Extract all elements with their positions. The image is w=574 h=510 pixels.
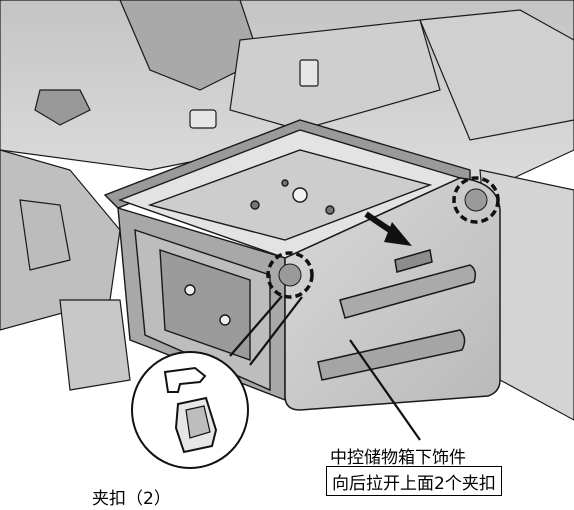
clip-highlight-left-icon — [266, 251, 314, 299]
clip-left-icon — [278, 263, 302, 287]
dashboard-background — [0, 0, 574, 421]
clip-detail-magnifier-icon — [131, 351, 249, 469]
instruction-box: 向后拉开上面2个夹扣 — [326, 466, 502, 496]
part-name-label: 中控储物箱下饰件 — [330, 448, 466, 468]
pull-direction-arrow-icon — [364, 211, 412, 246]
clip-label: 夹扣（2） — [92, 489, 171, 509]
console-frame — [103, 119, 471, 402]
lower-trim-panel — [284, 177, 501, 411]
clip-highlight-right-icon — [452, 176, 500, 224]
leader-lines — [229, 295, 421, 441]
clip-right-icon — [464, 188, 488, 212]
